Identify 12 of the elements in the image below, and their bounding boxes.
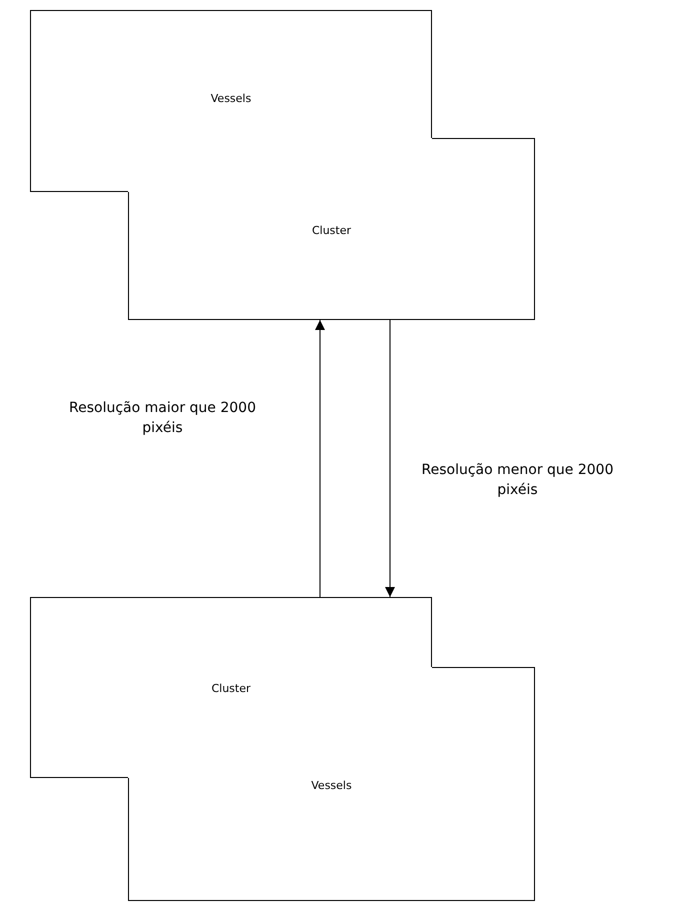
edge-label: Resolução maior que 2000 pixéis: [68, 399, 257, 438]
box-label: Cluster: [310, 224, 352, 237]
process-box: [30, 597, 432, 778]
process-box: [128, 667, 535, 901]
box-label: Vessels: [210, 92, 252, 105]
arrow: [315, 320, 325, 598]
box-label: Cluster: [210, 682, 252, 695]
arrow: [385, 320, 395, 598]
box-label: Vessels: [310, 779, 353, 792]
edge-label: Resolução menor que 2000 pixéis: [420, 461, 614, 500]
process-box: [128, 138, 535, 320]
process-box: [30, 10, 432, 192]
